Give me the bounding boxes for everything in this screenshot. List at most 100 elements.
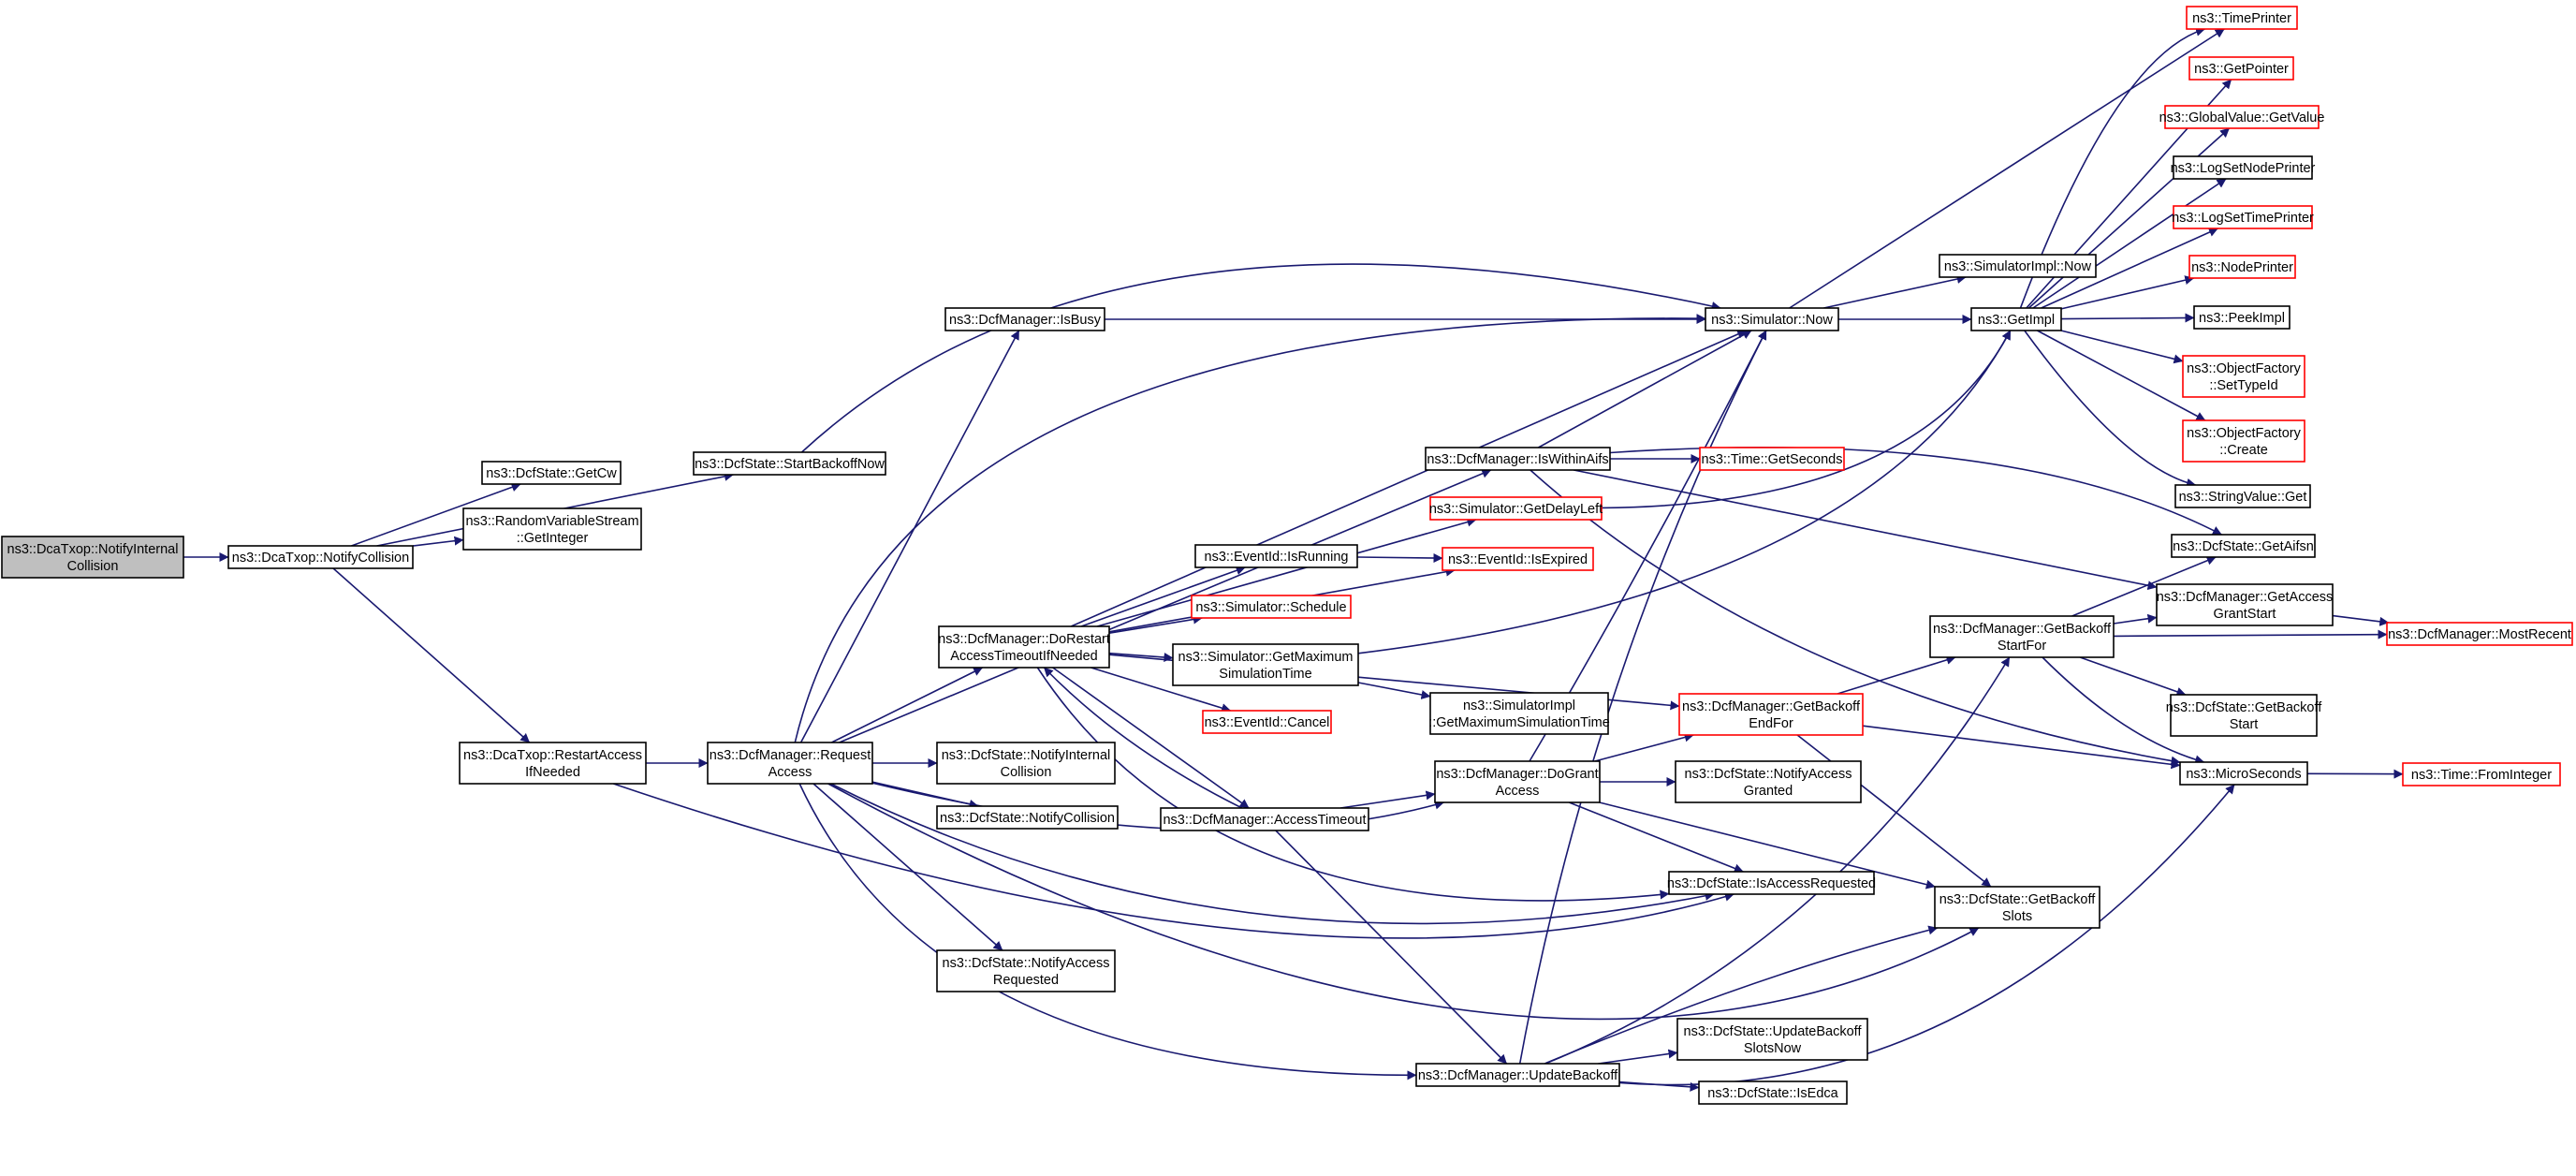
- node-time-frominteger[interactable]: ns3::Time::FromInteger: [2402, 762, 2561, 786]
- node-objectfactory-settypeid-box: [2182, 355, 2305, 398]
- node-time-getseconds-box: [1699, 447, 1845, 471]
- node-stringvalue-get-label-line-1: ns3::StringValue::Get: [2179, 490, 2307, 505]
- node-dcfmanager-updatebackoff[interactable]: ns3::DcfManager::UpdateBackoff: [1415, 1063, 1620, 1087]
- node-nodeprinter[interactable]: ns3::NodePrinter: [2188, 255, 2296, 279]
- edge-dorestart-to-accesstimeout: [1052, 667, 1250, 809]
- node-dcfstate-notifycollision-box: [936, 805, 1119, 830]
- node-eventid-isrunning[interactable]: ns3::EventId::IsRunning: [1194, 544, 1358, 568]
- edge-requestaccess-to-dorestart: [831, 667, 984, 743]
- node-logsettimeprinter-label-line-1: ns3::LogSetTimePrinter: [2172, 211, 2314, 226]
- edge-dorestart-to-cancel: [1090, 667, 1232, 713]
- node-simulator-now-box: [1705, 307, 1839, 331]
- node-randomvariablestream-getinteger-box: [462, 507, 642, 551]
- node-nodeprinter-label-line-1: ns3::NodePrinter: [2191, 260, 2293, 275]
- node-globalvalue-getvalue-box: [2164, 105, 2320, 129]
- node-simulator-getdelayleft-label-line-1: ns3::Simulator::GetDelayLeft: [1429, 502, 1603, 517]
- node-dcfstate-getcw[interactable]: ns3::DcfState::GetCw: [481, 461, 622, 485]
- node-dcfstate-startbackoffnow[interactable]: ns3::DcfState::StartBackoffNow: [693, 451, 886, 476]
- node-getpointer[interactable]: ns3::GetPointer: [2188, 56, 2294, 81]
- node-simulator-schedule[interactable]: ns3::Simulator::Schedule: [1191, 595, 1352, 619]
- node-logsetnodeprinter[interactable]: ns3::LogSetNodePrinter: [2171, 155, 2316, 180]
- node-dcatxop-notifyinternalcollision-label-line-2: Collision: [67, 559, 119, 574]
- node-dcfstate-updatebackoffslotsnow-label-line-1: ns3::DcfState::UpdateBackoff: [1684, 1024, 1863, 1039]
- node-dcfstate-getbackoffstart-label-line-1: ns3::DcfState::GetBackoff: [2166, 700, 2323, 715]
- node-timeprinter[interactable]: ns3::TimePrinter: [2186, 6, 2298, 30]
- node-dcfmanager-dorestartaccesstimeoutifneeded[interactable]: ns3::DcfManager::DoRestartAccessTimeoutI…: [938, 625, 1110, 669]
- node-dcfstate-isedca-label-line-1: ns3::DcfState::IsEdca: [1707, 1086, 1838, 1101]
- edge-getbackoffendfor-to-microseconds: [1862, 725, 2181, 770]
- node-stringvalue-get[interactable]: ns3::StringValue::Get: [2174, 484, 2311, 508]
- node-dcatxop-notifycollision[interactable]: ns3::DcaTxop::NotifyCollision: [227, 545, 414, 569]
- node-dcfstate-getbackoffslots-box: [1934, 886, 2100, 929]
- node-dcfmanager-getbackoffendfor-label-line-2: EndFor: [1749, 716, 1793, 731]
- node-randomvariablestream-getinteger-label-line-2: ::GetInteger: [517, 531, 589, 546]
- node-simulatorimpl-now-box: [1939, 254, 2097, 278]
- node-dcatxop-notifyinternalcollision-box: [1, 536, 184, 579]
- node-simulatorimpl-now[interactable]: ns3::SimulatorImpl::Now: [1939, 254, 2097, 278]
- node-dcfstate-isaccessrequested[interactable]: ns3::DcfState::IsAccessRequested: [1667, 871, 1876, 895]
- node-simulatorimpl-getmaximumsimulationtime[interactable]: ns3::SimulatorImpl::GetMaximumSimulation…: [1428, 692, 1610, 735]
- node-dcatxop-restartaccessifneeded-label-line-2: IfNeeded: [525, 765, 580, 780]
- edge-dogrant-to-getbackoffslots: [1599, 801, 1936, 889]
- node-dcfstate-notifyinternalcollision-box: [936, 742, 1116, 785]
- node-objectfactory-settypeid[interactable]: ns3::ObjectFactory::SetTypeId: [2182, 355, 2305, 398]
- node-simulatorimpl-getmaximumsimulationtime-box: [1429, 692, 1609, 735]
- edge-iswithinaifs-to-microseconds: [1530, 469, 2181, 766]
- node-dcfstate-isedca[interactable]: ns3::DcfState::IsEdca: [1698, 1080, 1848, 1105]
- node-getimpl-box: [1970, 307, 2062, 331]
- node-dcfmanager-isbusy[interactable]: ns3::DcfManager::IsBusy: [944, 307, 1105, 331]
- node-dcfmanager-accesstimeout[interactable]: ns3::DcfManager::AccessTimeout: [1160, 807, 1369, 831]
- edge-getmaxsim-to-getimpl: [1357, 330, 2012, 654]
- node-simulator-getmaximumsimulationtime-label-line-1: ns3::Simulator::GetMaximum: [1178, 650, 1354, 665]
- node-dcfstate-notifycollision[interactable]: ns3::DcfState::NotifyCollision: [936, 805, 1119, 830]
- node-eventid-isexpired[interactable]: ns3::EventId::IsExpired: [1442, 547, 1594, 571]
- node-microseconds[interactable]: ns3::MicroSeconds: [2179, 761, 2308, 786]
- node-objectfactory-settypeid-label-line-1: ns3::ObjectFactory: [2187, 361, 2301, 376]
- node-dcatxop-restartaccessifneeded-label-line-1: ns3::DcaTxop::RestartAccess: [463, 748, 642, 763]
- node-eventid-isexpired-box: [1442, 547, 1594, 571]
- node-time-getseconds[interactable]: ns3::Time::GetSeconds: [1699, 447, 1845, 471]
- node-timeprinter-box: [2186, 6, 2298, 30]
- node-eventid-isexpired-label-line-1: ns3::EventId::IsExpired: [1448, 552, 1588, 567]
- node-objectfactory-create-label-line-2: ::Create: [2219, 443, 2268, 458]
- node-dcfmanager-mostrecent[interactable]: ns3::DcfManager::MostRecent: [2386, 622, 2573, 646]
- node-dcfmanager-iswithinaifs-box: [1425, 447, 1611, 471]
- node-logsettimeprinter[interactable]: ns3::LogSetTimePrinter: [2172, 205, 2314, 229]
- node-objectfactory-create[interactable]: ns3::ObjectFactory::Create: [2182, 419, 2305, 463]
- node-simulator-getdelayleft[interactable]: ns3::Simulator::GetDelayLeft: [1429, 496, 1603, 521]
- node-globalvalue-getvalue[interactable]: ns3::GlobalValue::GetValue: [2159, 105, 2325, 129]
- node-dcfstate-startbackoffnow-box: [693, 451, 886, 476]
- node-peekimpl[interactable]: ns3::PeekImpl: [2193, 305, 2291, 330]
- node-dcfmanager-getbackoffstartfor-label-line-1: ns3::DcfManager::GetBackoff: [1933, 622, 2112, 637]
- node-eventid-cancel[interactable]: ns3::EventId::Cancel: [1202, 710, 1332, 734]
- node-getimpl[interactable]: ns3::GetImpl: [1970, 307, 2062, 331]
- node-dcfstate-getaifsn[interactable]: ns3::DcfState::GetAifsn: [2171, 534, 2316, 558]
- node-dcatxop-notifycollision-label-line-1: ns3::DcaTxop::NotifyCollision: [232, 551, 409, 566]
- edge-restartaccess-to-isaccessrequested: [613, 783, 1734, 939]
- edge-getbackoffstartfor-to-getbackoffstart: [2079, 656, 2187, 697]
- edge-requestaccess-to-getbackoffslots: [827, 783, 1980, 1021]
- node-randomvariablestream-getinteger[interactable]: ns3::RandomVariableStream::GetInteger: [462, 507, 642, 551]
- node-simulator-now[interactable]: ns3::Simulator::Now: [1705, 307, 1839, 331]
- edge-requestaccess-to-isbusy: [799, 330, 1020, 743]
- node-getpointer-label-line-1: ns3::GetPointer: [2194, 62, 2289, 77]
- edge-getbackoffstartfor-to-microseconds: [2042, 656, 2205, 765]
- node-dcfmanager-iswithinaifs[interactable]: ns3::DcfManager::IsWithinAifs: [1425, 447, 1611, 471]
- node-dcfstate-notifyaccessrequested-label-line-2: Requested: [993, 973, 1059, 988]
- node-simulator-getmaximumsimulationtime[interactable]: ns3::Simulator::GetMaximumSimulationTime: [1172, 643, 1359, 686]
- node-dcfstate-notifyaccessgranted-label-line-2: Granted: [1744, 784, 1793, 799]
- node-dcfstate-isaccessrequested-label-line-1: ns3::DcfState::IsAccessRequested: [1667, 876, 1876, 891]
